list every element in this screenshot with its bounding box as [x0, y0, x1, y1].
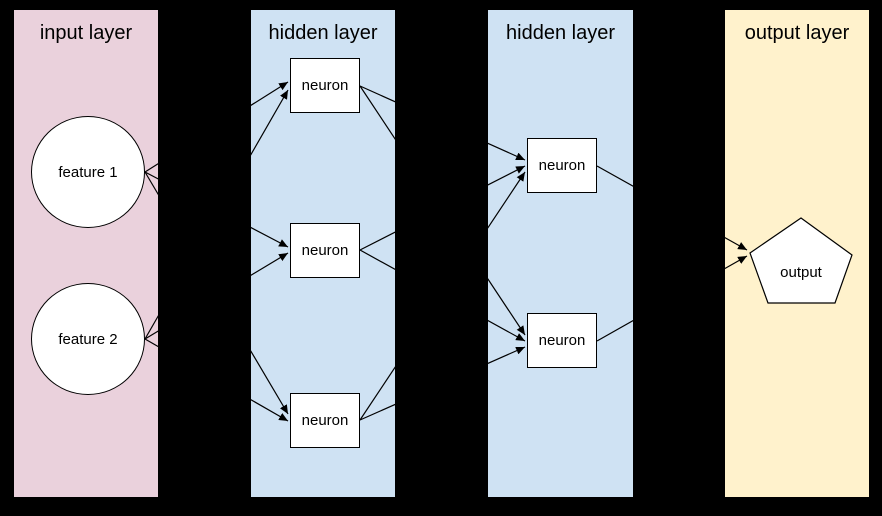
- hidden2-neuron-2-label: neuron: [538, 332, 586, 349]
- feature-1-label: feature 1: [58, 163, 118, 181]
- node-hidden2-neuron-1: neuron: [527, 138, 597, 193]
- node-hidden1-neuron-1: neuron: [290, 58, 360, 113]
- hidden-layer-2-title: hidden layer: [506, 22, 615, 44]
- node-hidden1-neuron-2: neuron: [290, 223, 360, 278]
- panel-output-layer: output layer: [725, 10, 869, 497]
- input-layer-title: input layer: [39, 22, 133, 44]
- node-feature-2: feature 2: [31, 283, 145, 395]
- node-hidden2-neuron-2: neuron: [527, 313, 597, 368]
- hidden2-neuron-1-label: neuron: [538, 157, 586, 174]
- hidden-layer-1-title: hidden layer: [268, 22, 378, 44]
- panel-input-layer: input layer: [14, 10, 158, 497]
- node-feature-1: feature 1: [31, 116, 145, 228]
- output-node-label: output: [780, 264, 822, 281]
- hidden1-neuron-2-label: neuron: [301, 242, 349, 259]
- output-layer-title: output layer: [744, 22, 850, 44]
- panel-hidden-layer-2: hidden layer: [488, 10, 633, 497]
- feature-2-label: feature 2: [58, 330, 118, 348]
- hidden1-neuron-1-label: neuron: [301, 77, 349, 94]
- node-hidden1-neuron-3: neuron: [290, 393, 360, 448]
- hidden1-neuron-3-label: neuron: [301, 412, 349, 429]
